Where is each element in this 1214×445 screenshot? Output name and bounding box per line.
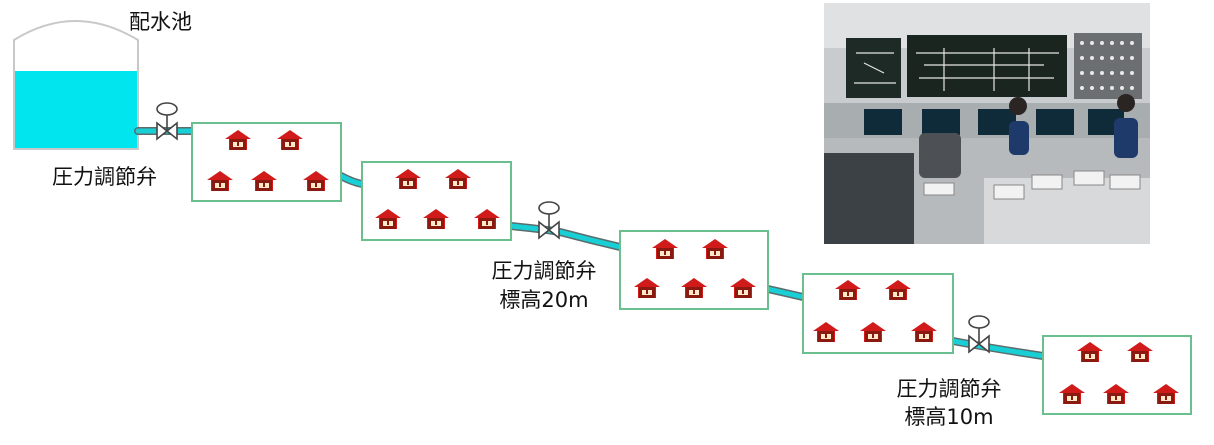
- pipeline: [134, 127, 1047, 360]
- supply-zone-2: [361, 161, 512, 241]
- supply-zone-3: [619, 230, 769, 310]
- valve-2-label: 圧力調節弁: [491, 259, 597, 283]
- valve-2-elevation: 標高20m: [499, 288, 589, 312]
- control-room-photo: [824, 3, 1150, 244]
- reservoir-label: 配水池: [129, 10, 192, 34]
- valve-3-elevation: 標高10m: [904, 405, 994, 429]
- reservoir-tank: [13, 20, 139, 150]
- supply-zone-5: [1042, 335, 1192, 415]
- valve-3-label: 圧力調節弁: [896, 377, 1002, 401]
- supply-zone-1: [191, 122, 342, 202]
- supply-zone-4: [802, 273, 954, 354]
- valve-1-label: 圧力調節弁: [52, 165, 157, 189]
